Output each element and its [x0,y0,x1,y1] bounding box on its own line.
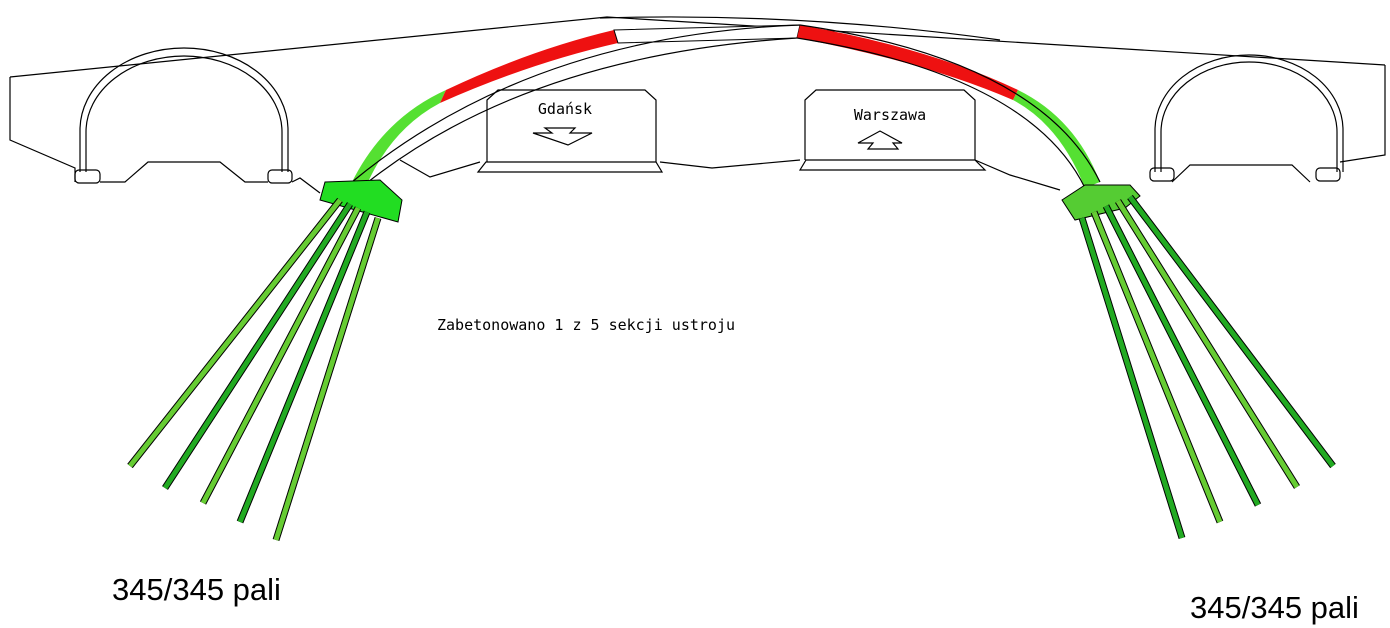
tunnel-left [74,47,293,184]
bridge-arch [351,24,1101,189]
piles-left [127,197,382,542]
pile-right-5 [1128,195,1335,468]
road-outline [9,16,1386,194]
arrow-up-icon [857,130,903,150]
pile-right-2 [1091,211,1223,523]
pile-left-3 [200,206,361,505]
piles-right [1078,194,1336,540]
direction-label-gdansk: Gdańsk [538,100,592,118]
pile-count-right: 345/345 pali [1190,590,1359,625]
pile-left-5 [273,217,381,541]
pile-left-1 [128,198,342,468]
arch-section-5-right [1013,90,1100,188]
arrow-down-icon [532,127,593,146]
pile-cap-right [1061,184,1141,221]
pile-left-2 [162,202,353,490]
direction-label-warszawa: Warszawa [854,106,926,124]
pile-right-3 [1103,204,1261,507]
pile-right-4 [1115,199,1300,489]
arch-section-2 [440,30,618,103]
pile-left-4 [237,211,370,523]
arch-section-1-left [352,90,446,182]
direction-box-warszawa [798,89,987,171]
pile-cap-left [319,179,403,223]
status-text: Zabetonowano 1 z 5 sekcji ustroju [437,316,735,334]
pile-count-left: 345/345 pali [112,572,281,607]
tunnel-right [1149,54,1344,182]
pile-right-1 [1079,217,1185,539]
